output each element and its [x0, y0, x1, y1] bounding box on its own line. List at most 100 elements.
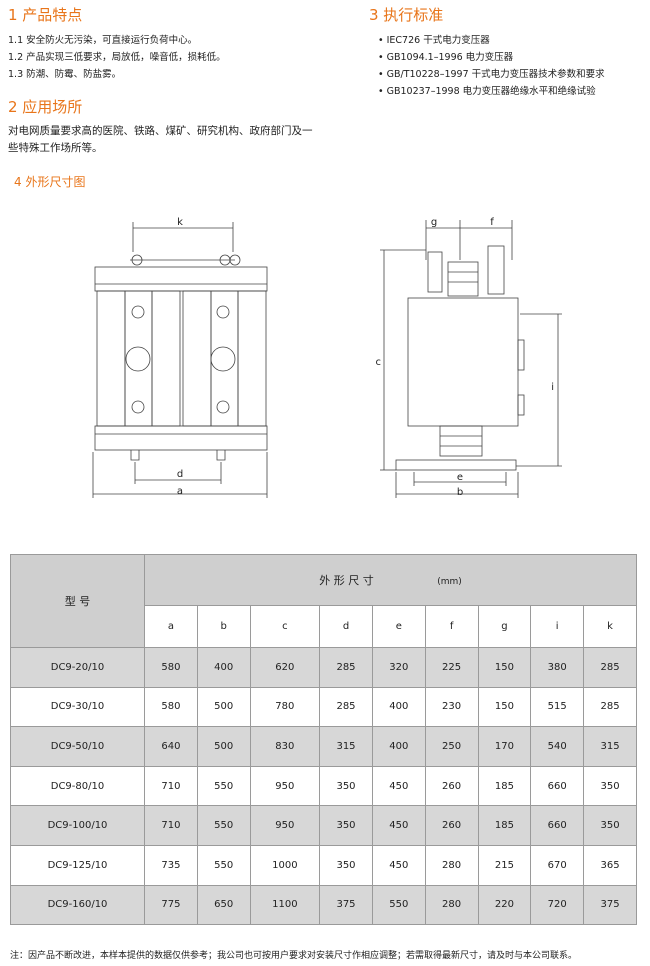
dim-cell: 285 — [319, 686, 373, 728]
unit-label: (mm) — [437, 577, 462, 587]
standard-item: GB1094.1–1996 电力变压器 — [378, 49, 605, 66]
section3-title: 3 执行标准 — [369, 6, 444, 24]
dim-cell: 550 — [196, 765, 251, 807]
dim-cell: 400 — [371, 726, 426, 767]
dim-cell: 540 — [530, 726, 585, 767]
col-header: d — [319, 605, 373, 648]
col-header: i — [530, 605, 585, 648]
dim-cell: 250 — [424, 726, 479, 767]
dim-cell: 215 — [477, 844, 532, 886]
standard-item: IEC726 干式电力变压器 — [378, 32, 605, 49]
dim-cell: 320 — [371, 647, 426, 688]
dim-cell: 230 — [424, 686, 479, 728]
feature-item: 1.1 安全防火无污染，可直接运行负荷中心。 — [8, 35, 198, 46]
dim-cell: 315 — [319, 726, 373, 767]
dim-label-e: e — [457, 472, 463, 483]
model-header: 型 号 — [10, 554, 145, 648]
dim-cell: 280 — [424, 884, 479, 926]
dim-cell: 350 — [319, 844, 373, 886]
dim-cell: 515 — [530, 686, 585, 728]
dim-cell: 280 — [424, 844, 479, 886]
standard-item: GB10237–1998 电力变压器绝缘水平和绝缘试验 — [378, 83, 605, 100]
dim-cell: 400 — [196, 647, 251, 688]
dim-cell: 1000 — [249, 844, 321, 886]
model-cell: DC9-20/10 — [10, 647, 145, 688]
dim-cell: 185 — [477, 805, 532, 846]
dim-label-a: a — [177, 486, 183, 497]
front-view-drawing: k d a — [92, 217, 268, 498]
application-line: 对电网质量要求高的医院、铁路、煤矿、研究机构、政府部门及一 — [8, 125, 313, 137]
dim-cell: 150 — [477, 686, 532, 728]
dim-cell: 735 — [144, 844, 198, 886]
dim-cell: 450 — [371, 844, 426, 886]
model-cell: DC9-30/10 — [10, 686, 145, 728]
col-header: c — [249, 605, 321, 648]
dim-cell: 400 — [371, 686, 426, 728]
dim-cell: 550 — [196, 805, 251, 846]
dim-cell: 830 — [249, 726, 321, 767]
dims-header: 外 形 尺 寸 (mm) — [144, 554, 637, 606]
col-header: f — [424, 605, 479, 648]
model-cell: DC9-160/10 — [10, 884, 145, 926]
dim-cell: 550 — [196, 844, 251, 886]
dim-cell: 350 — [583, 805, 637, 846]
model-cell: DC9-125/10 — [10, 844, 145, 886]
feature-list: 1.1 安全防火无污染，可直接运行负荷中心。 1.2 产品实现三低要求，局放低，… — [8, 32, 226, 83]
table-header-row: 型 号 外 形 尺 寸 (mm) — [10, 554, 637, 648]
application-line: 些特殊工作场所等。 — [8, 142, 103, 154]
dim-cell: 260 — [424, 805, 479, 846]
standard-item: GB/T10228–1997 干式电力变压器技术参数和要求 — [378, 66, 605, 83]
dim-cell: 260 — [424, 765, 479, 807]
col-header: k — [583, 605, 637, 648]
dimensions-table: 型 号 外 形 尺 寸 (mm) a b c d e f g i k DC9-2… — [10, 554, 637, 926]
dim-label-i: i — [551, 382, 554, 393]
dim-cell: 500 — [196, 686, 251, 728]
section1-title: 1 产品特点 — [8, 6, 83, 24]
application-text: 对电网质量要求高的医院、铁路、煤矿、研究机构、政府部门及一 些特殊工作场所等。 — [8, 123, 313, 157]
dim-cell: 710 — [144, 805, 198, 846]
feature-item: 1.2 产品实现三低要求，局放低，噪音低，损耗低。 — [8, 52, 226, 63]
dim-cell: 580 — [144, 647, 198, 688]
section2-title: 2 应用场所 — [8, 98, 83, 116]
section4-title: 4 外形尺寸图 — [14, 175, 86, 189]
dim-cell: 285 — [583, 686, 637, 728]
dim-cell: 185 — [477, 765, 532, 807]
dim-cell: 350 — [319, 765, 373, 807]
dim-cell: 950 — [249, 765, 321, 807]
dim-cell: 775 — [144, 884, 198, 926]
dim-label-b: b — [457, 487, 463, 498]
dim-cell: 150 — [477, 647, 532, 688]
dim-cell: 350 — [583, 765, 637, 807]
model-cell: DC9-50/10 — [10, 726, 145, 767]
dims-header-label: 外 形 尺 寸 — [319, 574, 374, 587]
col-header: g — [477, 605, 532, 648]
dim-cell: 375 — [319, 884, 373, 926]
standards-list: IEC726 干式电力变压器 GB1094.1–1996 电力变压器 GB/T1… — [378, 32, 605, 100]
dim-label-d: d — [177, 469, 183, 480]
model-cell: DC9-80/10 — [10, 765, 145, 807]
dim-cell: 580 — [144, 686, 198, 728]
dim-label-k: k — [177, 217, 183, 228]
dim-cell: 225 — [424, 647, 479, 688]
dim-cell: 640 — [144, 726, 198, 767]
dim-cell: 660 — [530, 765, 585, 807]
dim-cell: 500 — [196, 726, 251, 767]
dim-cell: 380 — [530, 647, 585, 688]
dim-cell: 670 — [530, 844, 585, 886]
model-cell: DC9-100/10 — [10, 805, 145, 846]
dim-cell: 350 — [319, 805, 373, 846]
dim-cell: 950 — [249, 805, 321, 846]
dim-cell: 285 — [583, 647, 637, 688]
dim-cell: 710 — [144, 765, 198, 807]
col-header: a — [144, 605, 198, 648]
col-header: b — [196, 605, 251, 648]
dim-cell: 450 — [371, 805, 426, 846]
col-header: e — [371, 605, 426, 648]
dim-cell: 285 — [319, 647, 373, 688]
dim-cell: 375 — [583, 884, 637, 926]
